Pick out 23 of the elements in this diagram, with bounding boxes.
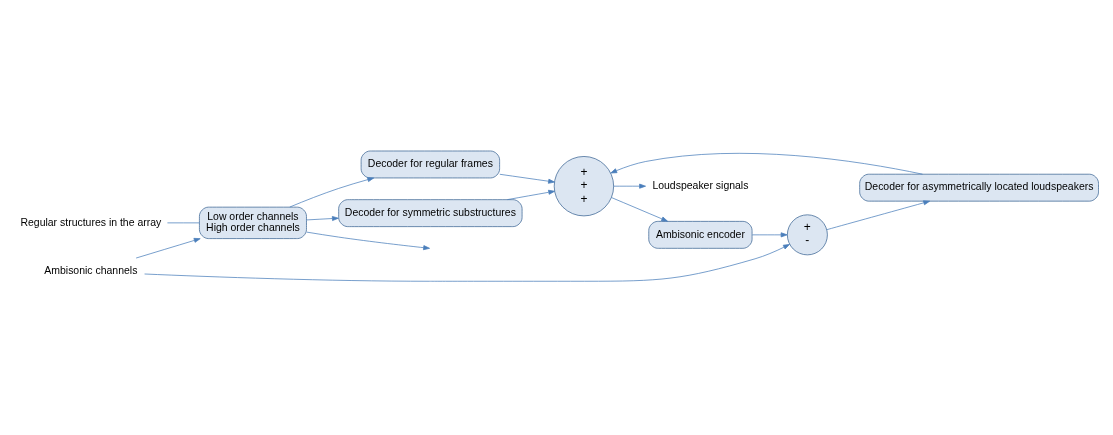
node-circle: + + + bbox=[553, 155, 615, 216]
connector bbox=[167, 222, 200, 223]
node-box: Decoder for regular frames bbox=[360, 150, 500, 178]
arrow bbox=[144, 243, 790, 282]
arrow bbox=[613, 183, 646, 189]
arrow bbox=[826, 199, 931, 230]
arrow bbox=[306, 231, 430, 250]
arrow bbox=[499, 173, 555, 184]
arrow bbox=[751, 231, 788, 237]
arrow bbox=[306, 215, 339, 221]
node-box: Low order channels High order channels bbox=[199, 206, 307, 239]
node-text: Loudspeaker signals bbox=[652, 179, 749, 191]
node-box: Decoder for symmetric substructures bbox=[338, 198, 523, 227]
arrow bbox=[610, 152, 923, 175]
node-text: Ambisonic channels bbox=[44, 264, 138, 276]
node-circle: + - bbox=[787, 213, 828, 255]
arrow bbox=[507, 189, 556, 200]
node-box: Decoder for asymmetrically located loudspeakers bbox=[859, 173, 1099, 202]
arrow bbox=[135, 237, 201, 258]
node-text: Regular structures in the array bbox=[20, 216, 162, 228]
node-box: Ambisonic encoder bbox=[648, 220, 753, 249]
arrow bbox=[289, 176, 375, 207]
arrow bbox=[610, 196, 668, 222]
